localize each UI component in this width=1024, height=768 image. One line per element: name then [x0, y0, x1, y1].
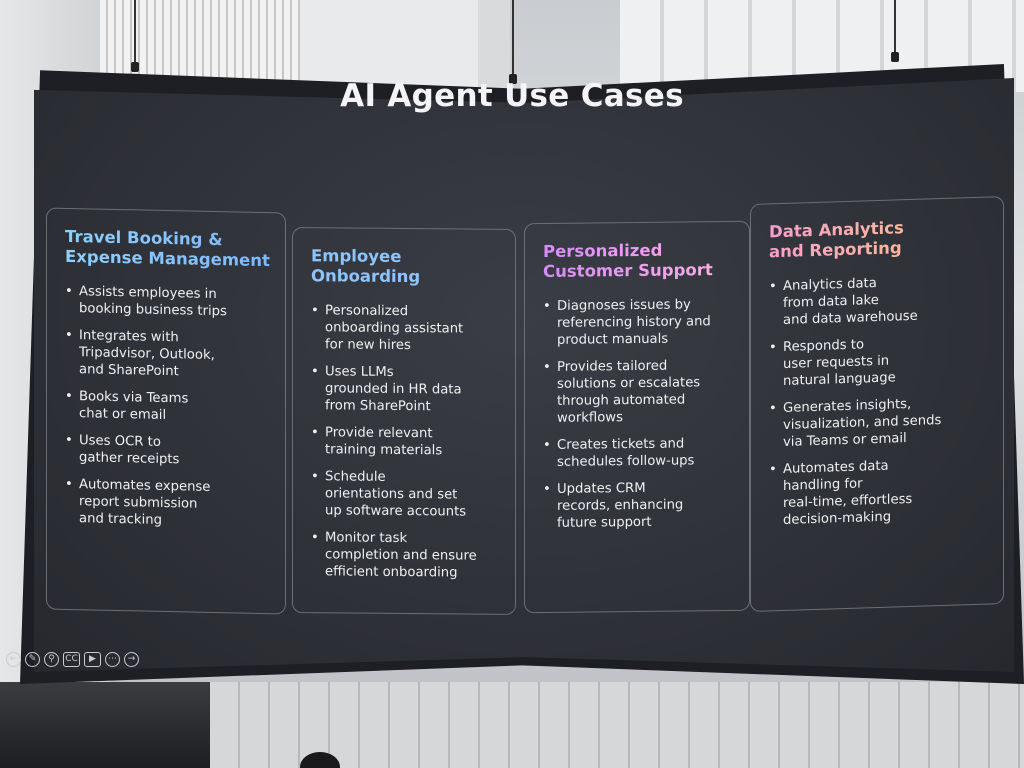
- use-case-card-travel: Travel Booking & Expense Management Assi…: [46, 207, 286, 615]
- hanging-cable: [131, 0, 139, 72]
- bullet-item: Schedule orientations and set up softwar…: [311, 468, 501, 521]
- hanging-cable: [509, 0, 517, 84]
- bullet-item: Integrates with Tripadvisor, Outlook, an…: [65, 327, 271, 382]
- bullet-item: Uses OCR to gather receipts: [65, 432, 271, 470]
- bullet-item: Analytics data from data lake and data w…: [769, 271, 989, 329]
- zoom-icon[interactable]: ⚲: [44, 652, 59, 667]
- captions-icon[interactable]: CC: [63, 652, 80, 667]
- bullet-list: Diagnoses issues by referencing history …: [543, 296, 735, 532]
- slide-title: AI Agent Use Cases: [340, 78, 684, 114]
- bullet-item: Responds to user requests in natural lan…: [769, 332, 989, 390]
- background-pillar: [478, 0, 510, 92]
- bullet-item: Assists employees in booking business tr…: [65, 283, 271, 321]
- use-case-card-onboarding: Employee Onboarding Personalized onboard…: [292, 227, 516, 615]
- more-icon[interactable]: ⋯: [105, 652, 120, 667]
- bullet-item: Automates data handling for real-time, e…: [769, 454, 989, 529]
- audience-head: [300, 752, 340, 768]
- use-case-card-analytics: Data Analytics and Reporting Analytics d…: [750, 196, 1004, 612]
- bullet-list: Assists employees in booking business tr…: [65, 283, 271, 531]
- bullet-item: Creates tickets and schedules follow-ups: [543, 435, 735, 471]
- hanging-cable: [891, 0, 899, 62]
- use-case-card-support: Personalized Customer Support Diagnoses …: [524, 220, 750, 614]
- bullet-item: Diagnoses issues by referencing history …: [543, 296, 735, 349]
- background-dark-area: [0, 682, 210, 768]
- pen-icon[interactable]: ✎: [25, 652, 40, 667]
- card-title: Personalized Customer Support: [543, 240, 735, 282]
- bullet-item: Provides tailored solutions or escalates…: [543, 357, 735, 427]
- card-title: Travel Booking & Expense Management: [65, 226, 270, 271]
- forward-arrow-icon[interactable]: →: [124, 652, 139, 667]
- bullet-item: Monitor task completion and ensure effic…: [311, 529, 501, 582]
- card-title: Employee Onboarding: [311, 246, 421, 287]
- bullet-list: Analytics data from data lake and data w…: [769, 271, 989, 529]
- bullet-item: Personalized onboarding assistant for ne…: [311, 302, 501, 355]
- ceiling-beam: [300, 0, 480, 92]
- bullet-item: Generates insights, visualization, and s…: [769, 393, 989, 451]
- video-icon[interactable]: ▶: [84, 652, 101, 667]
- presentation-toolbar: ← ✎ ⚲ CC ▶ ⋯ →: [6, 652, 139, 667]
- bullet-item: Provide relevant training materials: [311, 424, 501, 460]
- bullet-item: Updates CRM records, enhancing future su…: [543, 479, 735, 532]
- back-arrow-icon[interactable]: ←: [6, 652, 21, 667]
- bullet-item: Books via Teams chat or email: [65, 388, 271, 426]
- card-title: Data Analytics and Reporting: [769, 215, 989, 262]
- bullet-item: Automates expense report submission and …: [65, 476, 271, 531]
- bullet-list: Personalized onboarding assistant for ne…: [311, 302, 501, 582]
- bullet-item: Uses LLMs grounded in HR data from Share…: [311, 363, 501, 416]
